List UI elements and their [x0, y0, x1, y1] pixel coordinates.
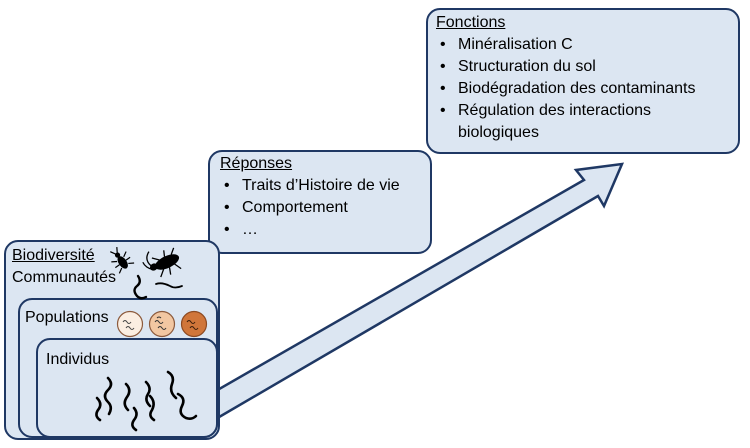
reponses-box: Réponses Traits d’Histoire de vie Compor…	[208, 150, 432, 254]
worm-icon	[123, 382, 131, 412]
communautes-label: Communautés	[12, 269, 117, 286]
fonctions-list: Minéralisation C Structuration du sol Bi…	[436, 34, 738, 144]
reponses-list: Traits d’Histoire de vie Comportement …	[220, 175, 430, 241]
worm-icon	[144, 380, 152, 408]
worm-icon	[133, 274, 148, 300]
reponse-item: Traits d’Histoire de vie	[220, 175, 430, 197]
fonction-item-continuation: biologiques	[458, 124, 539, 141]
cockroach-icon	[142, 247, 182, 278]
fonction-item: Structuration du sol	[436, 56, 738, 78]
worm-icon	[148, 394, 156, 422]
fonctions-title: Fonctions	[436, 14, 506, 31]
biodiversite-title: Biodiversité	[12, 247, 95, 264]
progression-arrow-shape	[198, 162, 625, 422]
population-circle-mid	[148, 310, 176, 338]
individus-box	[36, 338, 218, 438]
fonction-item: Minéralisation C	[436, 34, 738, 56]
worm-icon	[155, 282, 183, 289]
worm-icon	[131, 406, 138, 432]
reponses-title: Réponses	[220, 155, 293, 172]
individual-worms	[95, 370, 198, 432]
fonction-item: Biodégradation des contaminants	[436, 78, 738, 100]
worm-icon	[95, 396, 102, 422]
reponse-item: Comportement	[220, 197, 430, 219]
worm-icon	[176, 392, 198, 420]
worm-icon	[166, 370, 178, 400]
individus-label: Individus	[46, 351, 110, 368]
populations-label: Populations	[25, 309, 109, 326]
beetle-icon	[110, 247, 135, 274]
reponse-item: …	[220, 219, 430, 241]
worm-icon	[103, 376, 113, 416]
population-circle-dark	[180, 310, 208, 338]
fonctions-box: Fonctions Minéralisation C Structuration…	[426, 8, 740, 154]
population-circle-light	[116, 310, 144, 338]
